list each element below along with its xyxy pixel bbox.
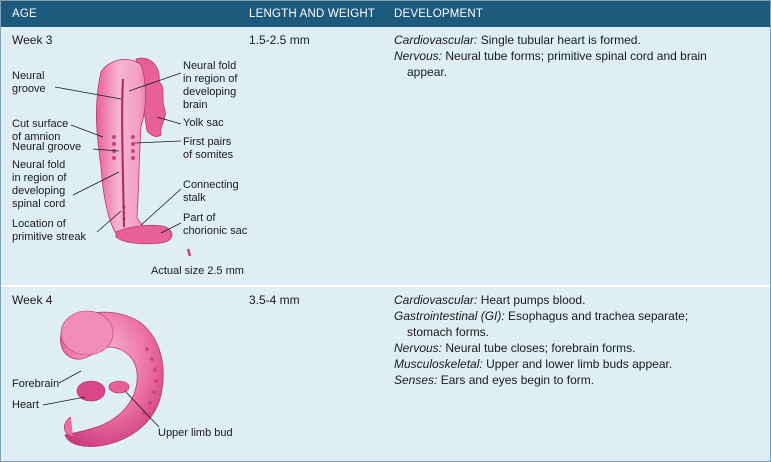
development-cell: Cardiovascular: Heart pumps blood. Gastr… — [394, 292, 764, 388]
label-forebrain: Forebrain — [12, 378, 60, 390]
week3-embryo-illustration — [54, 57, 192, 257]
development-item: Gastrointestinal (GI): Esophagus and tra… — [394, 309, 689, 323]
development-item: Nervous: Neural tube forms; primitive sp… — [394, 49, 707, 63]
label-yolk-sac: Yolk sac — [183, 117, 224, 129]
development-item-cont: appear. — [407, 65, 448, 79]
development-cell: Cardiovascular: Single tubular heart is … — [394, 32, 764, 80]
development-item: Cardiovascular: Heart pumps blood. — [394, 293, 586, 307]
label-heart: Heart — [12, 399, 39, 411]
header-length-weight: LENGTH AND WEIGHT — [249, 8, 376, 20]
table-row-week-4: Week 4 3.5-4 mm Cardiovascular: Heart pu… — [1, 287, 770, 462]
label-upper-limb-bud: Upper limb bud — [158, 427, 233, 439]
development-item: Nervous: Neural tube closes; forebrain f… — [394, 341, 636, 355]
label-neural-groove: Neural groove — [12, 141, 82, 153]
header-development: DEVELOPMENT — [394, 8, 484, 20]
age-cell: Week 3 — [12, 33, 53, 47]
age-cell: Week 4 — [12, 293, 53, 307]
length-cell: 3.5-4 mm — [249, 293, 300, 307]
row-divider — [1, 285, 770, 287]
development-item: Senses: Ears and eyes begin to form. — [394, 373, 595, 387]
length-cell: 1.5-2.5 mm — [249, 33, 310, 47]
table-row-week-3: Week 3 1.5-2.5 mm Cardiovascular: Single… — [1, 27, 770, 285]
header-age: AGE — [12, 8, 37, 20]
development-item: Musculoskeletal: Upper and lower limb bu… — [394, 357, 673, 371]
week4-embryo-illustration — [42, 310, 164, 447]
label-actual-size: Actual size 2.5 mm — [151, 265, 244, 277]
table-header: AGE LENGTH AND WEIGHT DEVELOPMENT — [1, 1, 770, 27]
development-item: Cardiovascular: Single tubular heart is … — [394, 33, 641, 47]
development-item-cont: stomach forms. — [407, 325, 490, 339]
